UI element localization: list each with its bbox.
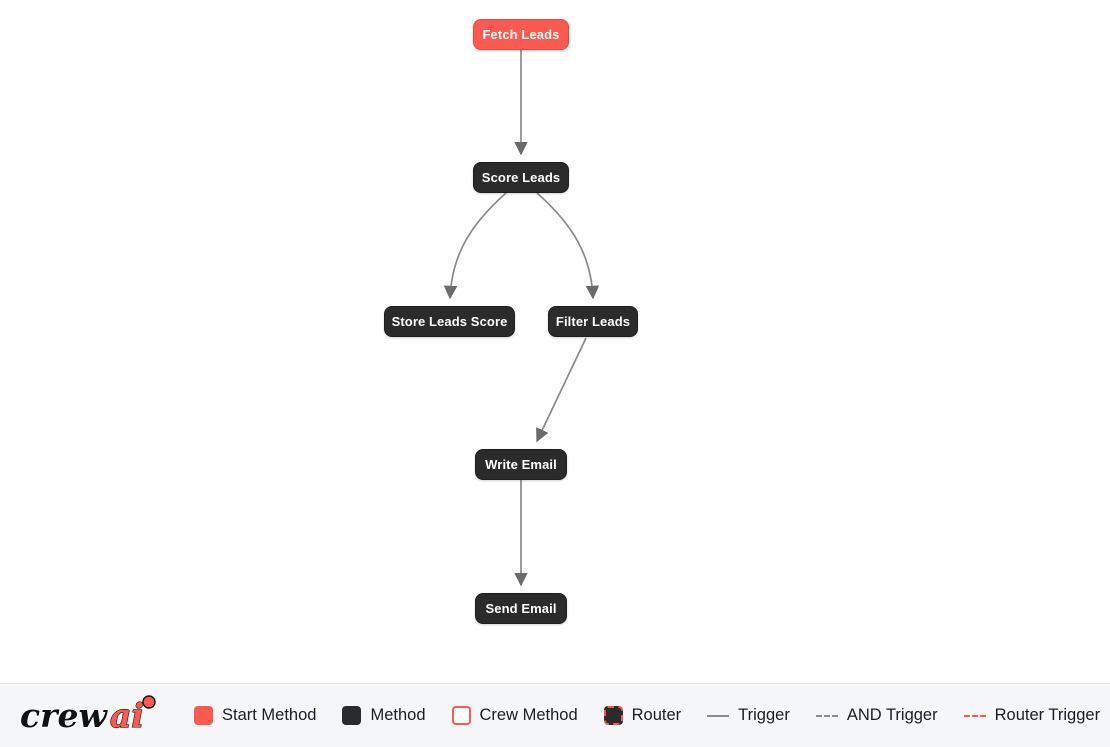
crew-method-swatch-icon: [451, 706, 471, 725]
crewai-logo-svg: crew ai: [19, 694, 156, 735]
router-trigger-line-icon: [963, 714, 986, 717]
router-swatch-icon: [603, 706, 623, 725]
logo-dot-icon: [142, 694, 156, 709]
crewai-logo: crew ai: [18, 693, 168, 739]
node-write-email[interactable]: Write Email: [475, 449, 567, 480]
legend-label: AND Trigger: [846, 706, 938, 724]
legend-items: Start Method Method Crew Method Router T…: [194, 706, 1100, 725]
node-label: Filter Leads: [555, 314, 631, 329]
legend-label: Crew Method: [479, 706, 578, 724]
node-fetch-leads[interactable]: Fetch Leads: [473, 19, 569, 50]
legend-item-start-method: Start Method: [194, 706, 316, 725]
node-label: Write Email: [485, 457, 557, 472]
and-trigger-line-icon: [815, 714, 838, 717]
node-label: Store Leads Score: [391, 314, 508, 329]
legend-item-router: Router: [603, 706, 682, 725]
node-filter-leads[interactable]: Filter Leads: [548, 306, 638, 337]
method-swatch-icon: [342, 706, 362, 725]
legend-label: Start Method: [222, 706, 317, 724]
node-score-leads[interactable]: Score Leads: [473, 162, 569, 193]
logo-text-ai: ai: [110, 696, 144, 735]
edge-score-leads-to-filter-leads: [536, 192, 600, 300]
edge-layer: [443, 50, 600, 587]
node-label: Send Email: [485, 601, 557, 616]
legend-label: Router Trigger: [994, 706, 1101, 724]
legend-item-trigger: Trigger: [707, 706, 790, 725]
legend-label: Router: [631, 706, 682, 724]
edge-score-leads-to-store-leads-score: [443, 192, 507, 300]
legend-label: Method: [370, 706, 426, 724]
edge-filter-leads-to-write-email: [536, 337, 587, 443]
node-label: Score Leads: [481, 170, 561, 185]
legend-item-and-trigger: AND Trigger: [815, 706, 938, 725]
legend-item-method: Method: [342, 706, 426, 725]
node-store-leads-score[interactable]: Store Leads Score: [384, 306, 515, 337]
flow-canvas[interactable]: Fetch Leads Score Leads Store Leads Scor…: [0, 0, 1110, 683]
legend-label: Trigger: [738, 706, 790, 724]
logo-text-crew: crew: [20, 696, 108, 735]
legend-bar: crew ai Start Method Method Crew Method …: [0, 683, 1110, 747]
node-send-email[interactable]: Send Email: [475, 593, 567, 624]
trigger-line-icon: [707, 714, 730, 717]
legend-item-router-trigger: Router Trigger: [963, 706, 1101, 725]
legend-item-crew-method: Crew Method: [451, 706, 578, 725]
node-label: Fetch Leads: [482, 27, 560, 42]
start-method-swatch-icon: [194, 706, 213, 725]
